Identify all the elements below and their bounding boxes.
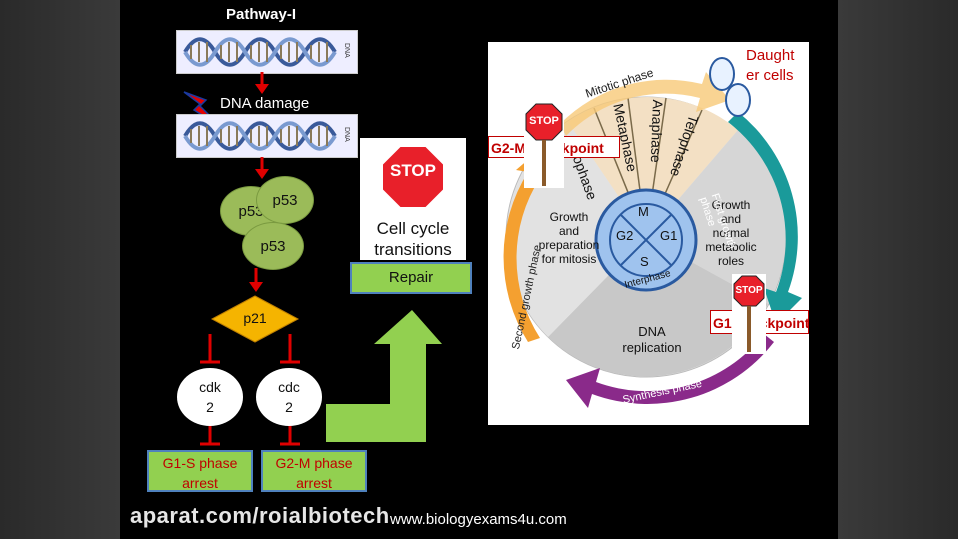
checkpoint-stop-g1: STOP [732, 274, 766, 354]
down-arrow-icon [255, 157, 269, 179]
daughter-cells-label: Daught er cells [746, 46, 794, 86]
stop-sign-icon [381, 145, 445, 209]
right-margin [838, 0, 958, 539]
dna-helix-icon [183, 37, 337, 67]
checkpoint-stop-g2m: STOP [524, 102, 564, 188]
center-g1-label: G1 [660, 228, 678, 243]
source-credit: www.biologyexams4u.com [390, 511, 567, 528]
growth-normal-label: Growth and normal metabolic roles [696, 198, 766, 268]
p21-diamond [210, 295, 300, 343]
dna-strand-image: DNA [176, 30, 358, 74]
cell-cycle-text: Cell cycle transitions [360, 218, 466, 260]
inhibition-lines [200, 334, 300, 364]
cdc-label: cdc [278, 379, 300, 395]
down-arrow-icon [255, 72, 269, 94]
inhibition-lines [200, 426, 300, 446]
cell-cycle-panel: Mitotic phase Prophase Metaphase Anaphas… [488, 42, 809, 425]
anaphase-label: Anaphase [647, 99, 666, 164]
g1s-arrest-box: G1-S phase arrest [147, 450, 253, 492]
p53-protein-c: p53 [242, 222, 304, 270]
stop-sign-text: STOP [390, 161, 436, 180]
g2m-line2: arrest [296, 475, 332, 491]
growth-normal-4: metabolic [705, 240, 757, 254]
down-arrow-icon [249, 268, 263, 292]
dna-tag: DNA [343, 127, 350, 142]
stop-card: STOP Cell cycle transitions [360, 138, 466, 260]
damaged-dna-image: DNA [176, 114, 358, 158]
cdk-number: 2 [206, 399, 214, 415]
stop-sign-text: STOP [529, 115, 559, 127]
growth-prep-4: for mitosis [541, 252, 597, 266]
p21-label: p21 [243, 310, 267, 326]
daughter-line2: er cells [746, 67, 794, 84]
dna-rep-1: DNA [638, 324, 666, 339]
growth-normal-5: roles [717, 254, 744, 268]
daughter-cells-icon [709, 57, 751, 117]
g1s-line2: arrest [182, 475, 218, 491]
watermark: aparat.com/roialbiotech [130, 503, 390, 528]
p53-protein-b: p53 [256, 176, 314, 224]
cdk-label: cdk [199, 379, 221, 395]
dna-damage-label: DNA damage [220, 95, 310, 112]
cell-cycle-line2: transitions [374, 240, 452, 259]
repair-box: Repair [350, 262, 472, 294]
growth-normal-3: normal [712, 226, 750, 240]
stop-sign-icon [733, 275, 765, 352]
pathway-title: Pathway-I [226, 6, 297, 23]
dna-helix-icon [183, 121, 337, 151]
dna-tag: DNA [343, 43, 350, 58]
growth-prep-label: Growth and preparation for mitosis [534, 210, 604, 266]
dna-replication-label: DNA replication [612, 324, 692, 356]
cdc2-node: cdc 2 [256, 368, 322, 426]
center-m-label: M [638, 204, 649, 219]
stop-sign-text: STOP [735, 285, 763, 296]
cdc-number: 2 [285, 399, 293, 415]
growth-normal-1: Growth [711, 198, 751, 212]
growth-prep-2: and [558, 224, 580, 238]
g2m-arrest-box: G2-M phase arrest [261, 450, 367, 492]
dna-rep-2: replication [622, 340, 682, 355]
growth-prep-1: Growth [549, 210, 589, 224]
daughter-line1: Daught [746, 47, 795, 64]
green-up-arrow-icon [326, 310, 442, 442]
g1s-line1: G1-S phase [162, 455, 238, 471]
cdk2-node: cdk 2 [177, 368, 243, 426]
g2m-line1: G2-M phase [275, 455, 353, 471]
growth-prep-3: preparation [538, 238, 600, 252]
stop-sign-icon [525, 103, 563, 186]
growth-normal-2: and [720, 212, 742, 226]
center-s-label: S [640, 254, 649, 269]
left-margin [0, 0, 120, 539]
center-g2-label: G2 [616, 228, 634, 243]
cell-cycle-line1: Cell cycle [376, 219, 450, 238]
